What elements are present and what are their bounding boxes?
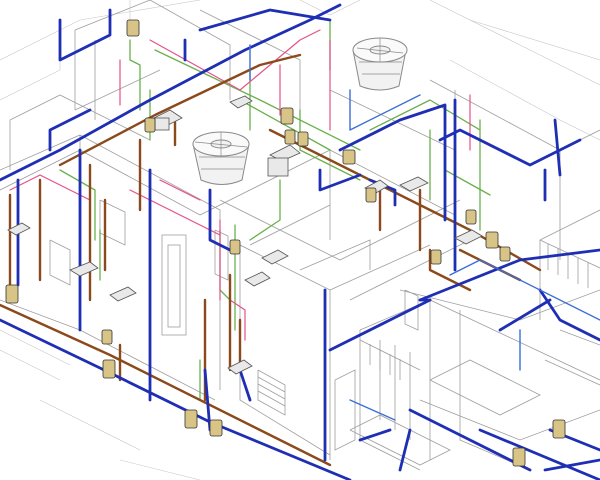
water-tank-center (192, 131, 250, 185)
vent-pipe-network (59, 19, 491, 401)
water-tank-right (352, 37, 408, 91)
floor-drain-icon (5, 19, 566, 467)
cold-water-branch-lines (249, 44, 600, 421)
washbasin-icon (7, 95, 483, 375)
